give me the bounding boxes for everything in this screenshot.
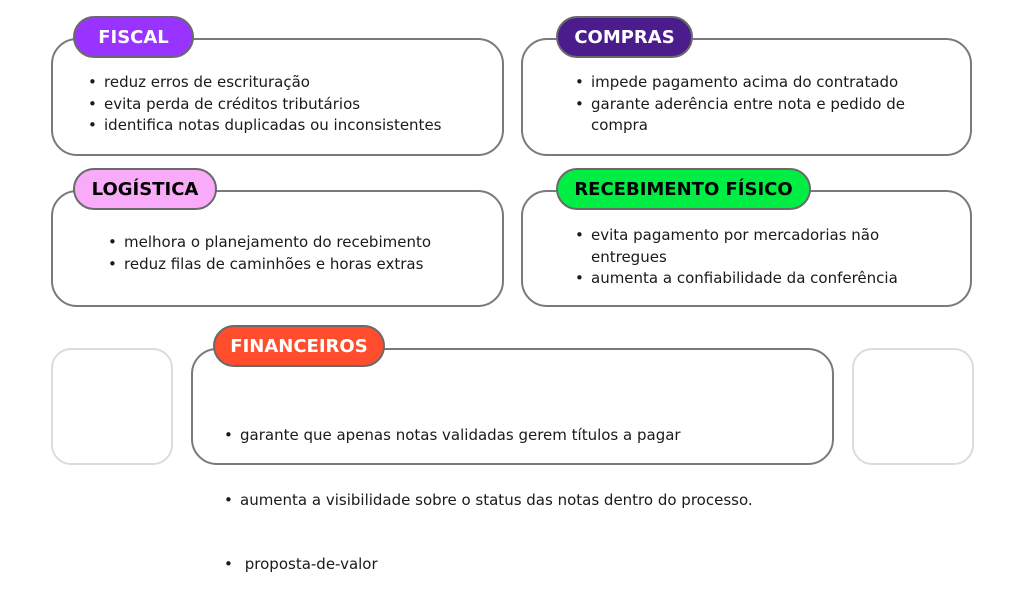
recebimento-list: evita pagamento por mercadorias não entr… <box>575 225 955 290</box>
financeiros-label: FINANCEIROS <box>213 325 385 367</box>
empty-card-right <box>852 348 974 465</box>
fiscal-label: FISCAL <box>73 16 194 58</box>
list-item: aumenta a visibilidade sobre o status da… <box>224 490 824 512</box>
list-item: garante aderência entre nota e pedido de… <box>575 94 921 137</box>
list-item: melhora o planejamento do recebimento <box>108 232 488 254</box>
list-item: aumenta a confiabilidade da conferência <box>575 268 955 290</box>
list-item: identifica notas duplicadas ou inconsist… <box>88 115 488 137</box>
financeiros-list: garante que apenas notas validadas gerem… <box>224 382 824 597</box>
list-item: impede pagamento acima do contratado <box>575 72 935 94</box>
list-item: garante que apenas notas validadas gerem… <box>224 425 824 447</box>
recebimento-label: RECEBIMENTO FÍSICO <box>556 168 811 210</box>
list-item: evita perda de créditos tributários <box>88 94 488 116</box>
list-item: reduz filas de caminhões e horas extras <box>108 254 488 276</box>
logistica-label: LOGÍSTICA <box>73 168 217 210</box>
compras-list: impede pagamento acima do contratado gar… <box>575 72 935 137</box>
list-item: reduz erros de escrituração <box>88 72 488 94</box>
empty-card-left <box>51 348 173 465</box>
list-item: proposta-de-valor <box>224 554 824 576</box>
logistica-list: melhora o planejamento do recebimento re… <box>108 232 488 275</box>
fiscal-list: reduz erros de escrituração evita perda … <box>88 72 488 137</box>
compras-label: COMPRAS <box>556 16 693 58</box>
list-item: evita pagamento por mercadorias não entr… <box>575 225 891 268</box>
